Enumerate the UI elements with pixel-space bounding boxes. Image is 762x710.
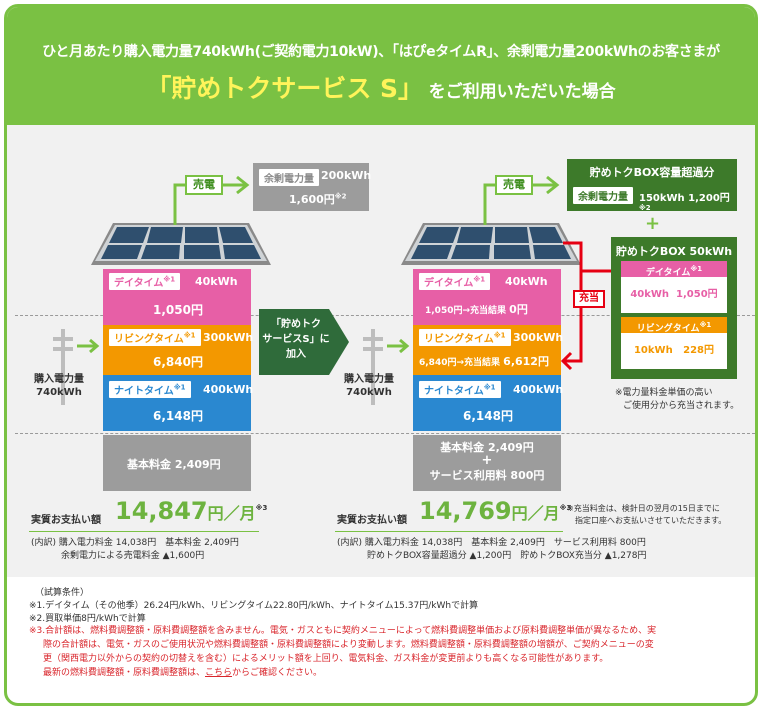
daytime-kwh-right: 40kWh (505, 275, 548, 288)
daytime-label-left: デイタイム※1 (109, 273, 181, 290)
conditions-title: （試算条件） (35, 588, 90, 598)
join-arrow-icon (259, 309, 349, 375)
nighttime-kwh-right: 400kWh (513, 383, 564, 396)
livingtime-kwh-right: 300kWh (513, 331, 564, 344)
condition-note-3: ※3.合計額は、燃料費調整額・原料費調整額を含みません。電気・ガスともに契約メニ… (29, 626, 657, 678)
basic-fee-right: 基本料金 2,409円 (440, 441, 534, 454)
basic-fee-box-left: 基本料金 2,409円 (103, 435, 251, 491)
infographic-frame: ひと月あたり購入電力量740kWh(ご契約電力10kW)、「はぴeタイムR」、余… (4, 4, 758, 706)
solar-panel-icon-right (401, 223, 581, 265)
purchase-arrow-right (387, 338, 410, 354)
utility-pole-icon-right (363, 329, 383, 405)
nighttime-label-right: ナイトタイム※1 (419, 381, 501, 398)
daytime-result-right: 1,050円→充当結果 0円 (425, 303, 528, 316)
daytime-yen-left: 1,050円 (153, 303, 203, 317)
refund-note-right: ※充当料金は、検針日の翌月の15日までに指定口座へお支払いさせていただきます。 (567, 504, 727, 525)
nighttime-yen-left: 6,148円 (153, 409, 203, 423)
daytime-kwh-left: 40kWh (195, 275, 238, 288)
condition-note-1: ※1.デイタイム（その他季）26.24円/kWh、リビングタイム22.80円/k… (29, 601, 479, 611)
purchase-arrow-left (77, 338, 100, 354)
surplus-kwh-left: 200kWh (321, 169, 372, 182)
total-underline-left (29, 531, 259, 532)
box-50-living-band: リビングタイム※1 (621, 317, 727, 334)
nighttime-band-left: ナイトタイム※1 400kWh 6,148円 (103, 375, 254, 431)
livingtime-label-left: リビングタイム※1 (109, 329, 201, 346)
header-line-2-tail: をご利用いただいた場合 (428, 82, 616, 102)
box-overflow-label: 余剰電力量 (573, 187, 633, 204)
box-overflow-title: 貯めトクBOX容量超過分 (589, 166, 715, 179)
basic-plus-sign: + (481, 453, 493, 468)
box-50-living-values: 10kWh 228円 (621, 333, 727, 369)
livingtime-result-right: 6,840円→充当結果 6,612円 (419, 355, 549, 368)
box-overflow-panel: 貯めトクBOX容量超過分 余剰電力量 150kWh 1,200円※2 (567, 159, 737, 212)
service-name: 「貯めトクサービス S」 (146, 74, 424, 103)
breakdown-left: (内訳) 購入電力料金 14,038円 基本料金 2,409円余剰電力による売電… (31, 538, 239, 561)
divider-line (15, 315, 755, 316)
box-overflow-values: 150kWh 1,200円※2 (639, 193, 730, 212)
total-value-left: 14,847円／月※3 (115, 497, 268, 525)
join-label: 「貯めトクサービスS」に加入 (262, 319, 330, 360)
nighttime-kwh-left: 400kWh (203, 383, 254, 396)
daytime-band-left: デイタイム※1 40kWh 1,050円 (103, 269, 251, 325)
basic-fee-box-right: 基本料金 2,409円 + サービス利用料 800円 (413, 435, 561, 491)
charge-tag: 充当 (573, 290, 605, 308)
header-line-2: 「貯めトクサービス S」 をご利用いただいた場合 (7, 69, 755, 105)
daytime-band-right: デイタイム※1 40kWh 1,050円→充当結果 0円 (413, 269, 561, 325)
daytime-label-right: デイタイム※1 (419, 273, 491, 290)
livingtime-label-right: リビングタイム※1 (419, 329, 511, 346)
surplus-box-left: 余剰電力量 200kWh 1,600円※2 (253, 163, 372, 211)
livingtime-band-left: リビングタイム※1 300kWh 6,840円 (103, 325, 254, 375)
total-underline-right (335, 531, 563, 532)
basic-fee-left: 基本料金 2,409円 (127, 458, 221, 471)
livingtime-yen-left: 6,840円 (153, 355, 203, 369)
nighttime-yen-right: 6,148円 (463, 409, 513, 423)
total-label-right: 実質お支払い額 (337, 515, 407, 526)
sell-tag-right: 売電 (495, 175, 533, 195)
box-50-panel: 貯めトクBOX 50kWh デイタイム※1 40kWh 1,050円 リビングタ… (611, 237, 737, 379)
solar-panel-icon-left (91, 223, 271, 265)
fuel-cost-link[interactable]: こちら (205, 668, 233, 678)
nighttime-label-left: ナイトタイム※1 (109, 381, 191, 398)
sell-tag-left: 売電 (185, 175, 223, 195)
charge-note: ※電力量料金単価の高いご使用分から充当されます。 (615, 388, 740, 411)
breakdown-right: (内訳) 購入電力料金 14,038円 基本料金 2,409円 サービス利用料 … (337, 538, 647, 561)
box-50-day-band: デイタイム※1 (621, 261, 727, 278)
header-banner: ひと月あたり購入電力量740kWh(ご契約電力10kW)、「はぴeタイムR」、余… (7, 7, 755, 125)
header-line-1: ひと月あたり購入電力量740kWh(ご契約電力10kW)、「はぴeタイムR」、余… (42, 44, 720, 60)
livingtime-band-right: リビングタイム※1 300kWh 6,840円→充当結果 6,612円 (413, 325, 564, 375)
utility-pole-icon-left (53, 329, 73, 405)
box-50-title: 貯めトクBOX 50kWh (615, 245, 733, 258)
box-50-day-values: 40kWh 1,050円 (621, 277, 727, 313)
total-label-left: 実質お支払い額 (31, 515, 101, 526)
livingtime-kwh-left: 300kWh (203, 331, 254, 344)
plus-sign: + (645, 213, 661, 234)
total-value-right: 14,769円／月※3 (419, 497, 572, 525)
condition-note-2: ※2.買取単価8円/kWhで計算 (29, 614, 146, 624)
nighttime-band-right: ナイトタイム※1 400kWh 6,148円 (413, 375, 564, 431)
surplus-label-left: 余剰電力量 (259, 169, 319, 186)
service-fee-right: サービス利用料 800円 (429, 469, 545, 482)
surplus-yen-left: 1,600円※2 (289, 192, 347, 206)
divider-line (15, 433, 755, 434)
